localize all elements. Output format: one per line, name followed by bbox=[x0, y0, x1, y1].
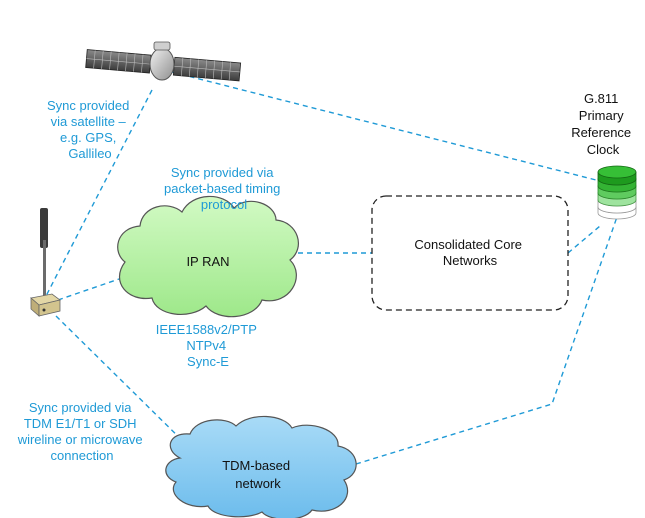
cell-tower-icon bbox=[30, 208, 61, 317]
packet-sync-label: Sync provided via packet-based timing pr… bbox=[164, 165, 284, 212]
consolidated-core-box bbox=[371, 195, 569, 311]
satellite-label-line: via satellite – bbox=[51, 114, 127, 129]
protocol-item: NTPv4 bbox=[186, 338, 226, 353]
tdm-network-label: TDM-based network bbox=[222, 458, 294, 491]
link-satellite-to-clock bbox=[171, 71, 597, 181]
packet-label-line: protocol bbox=[201, 197, 247, 212]
sync-links bbox=[45, 71, 619, 465]
tdm-sync-label: Sync provided via TDM E1/T1 or SDH wirel… bbox=[17, 400, 147, 463]
satellite-label-line: Gallileo bbox=[68, 146, 111, 161]
tdm-label-line: wireline or microwave bbox=[17, 432, 143, 447]
protocol-item: Sync-E bbox=[187, 354, 229, 369]
tdm-label-line: Sync provided via bbox=[29, 400, 132, 415]
core-label-line: Consolidated Core bbox=[414, 237, 522, 252]
clock-label-line: G.811 bbox=[584, 91, 618, 106]
tdm-network-line: TDM-based bbox=[222, 458, 290, 473]
link-tower-to-tdm bbox=[55, 315, 193, 451]
clock-label: G.811 Primary Reference Clock bbox=[571, 91, 635, 157]
packet-label-line: Sync provided via bbox=[171, 165, 274, 180]
core-label-line: Networks bbox=[443, 253, 498, 268]
protocol-item: IEEE1588v2/PTP bbox=[156, 322, 257, 337]
tdm-network-line: network bbox=[235, 476, 281, 491]
primary-clock-icon bbox=[597, 165, 637, 220]
protocols-label: IEEE1588v2/PTP NTPv4 Sync-E bbox=[156, 322, 261, 369]
tdm-cloud bbox=[165, 415, 357, 518]
satellite-icon bbox=[85, 41, 242, 82]
satellite-label-line: e.g. GPS, bbox=[60, 130, 116, 145]
link-core-to-clock bbox=[567, 225, 601, 254]
clock-label-line: Clock bbox=[587, 142, 620, 157]
clock-label-line: Reference bbox=[571, 125, 631, 140]
link-tower-to-ip-ran bbox=[57, 277, 123, 301]
core-network-label: Consolidated Core Networks bbox=[414, 237, 525, 268]
packet-label-line: packet-based timing bbox=[164, 181, 280, 196]
tdm-label-line: connection bbox=[51, 448, 114, 463]
link-satellite-to-tower bbox=[45, 89, 153, 297]
satellite-sync-label: Sync provided via satellite – e.g. GPS, … bbox=[47, 98, 133, 161]
satellite-label-line: Sync provided bbox=[47, 98, 129, 113]
clock-label-line: Primary bbox=[579, 108, 624, 123]
tdm-label-line: TDM E1/T1 or SDH bbox=[24, 416, 137, 431]
ip-ran-cloud bbox=[117, 195, 299, 318]
ip-ran-label: IP RAN bbox=[186, 254, 229, 269]
